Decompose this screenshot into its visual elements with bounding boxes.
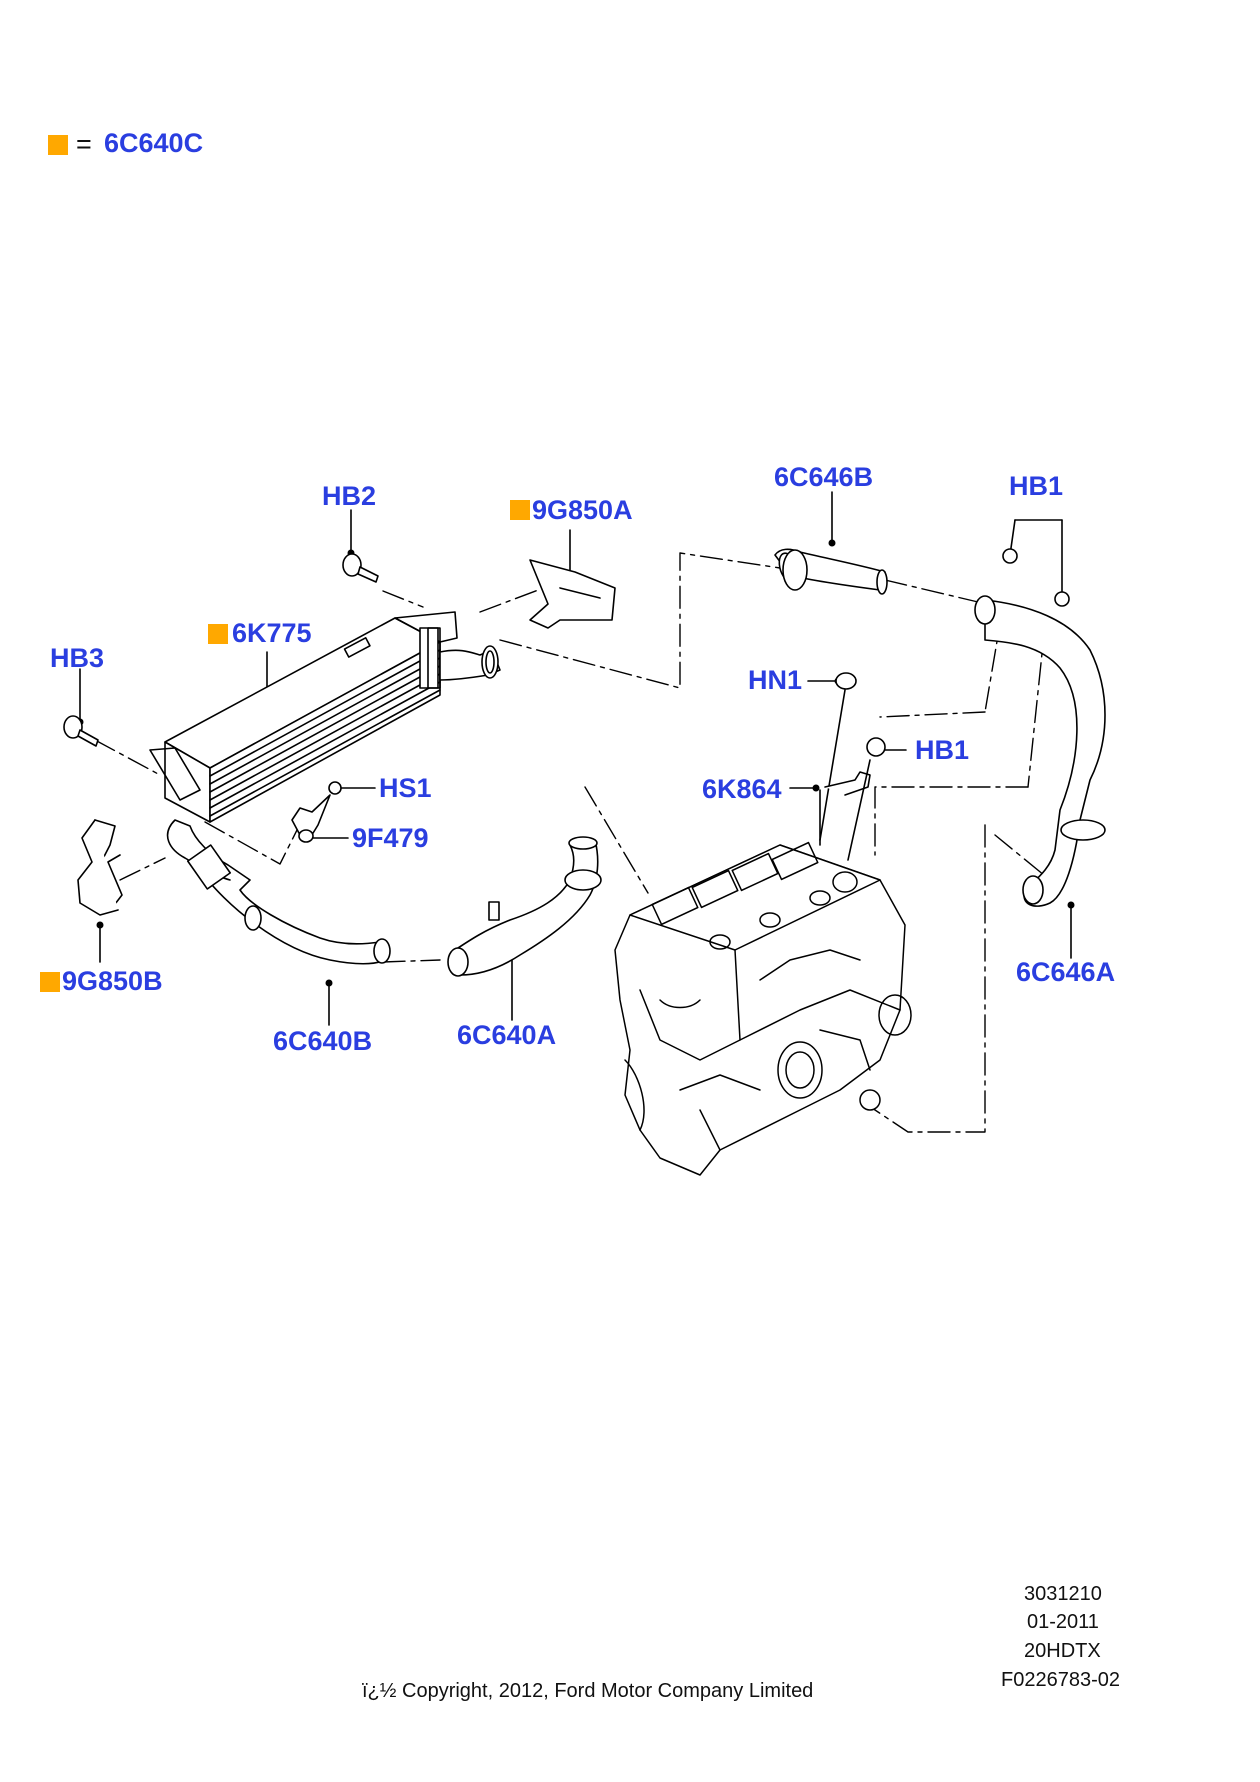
sensor-9f479 bbox=[291, 781, 342, 843]
label-hb2: HB2 bbox=[322, 481, 377, 511]
hose-6c640b bbox=[166, 819, 391, 965]
label-6c640a: 6C640A bbox=[457, 1020, 557, 1050]
label-9g850a: 9G850A bbox=[532, 495, 633, 525]
label-hn1: HN1 bbox=[748, 665, 803, 695]
label-hb3: HB3 bbox=[50, 643, 105, 673]
nut-hn1 bbox=[819, 672, 857, 841]
label-6c640b: 6C640B bbox=[273, 1026, 373, 1056]
label-9g850b: 9G850B bbox=[62, 966, 163, 996]
footer-ref: 3031210 bbox=[1024, 1583, 1102, 1605]
engine-block bbox=[614, 841, 912, 1176]
bolt-hb2 bbox=[342, 553, 379, 583]
label-6k864: 6K864 bbox=[702, 774, 782, 804]
legend-code: 6C640C bbox=[104, 128, 204, 158]
label-6c646b: 6C646B bbox=[774, 462, 874, 492]
legend-marker bbox=[48, 135, 68, 155]
bracket-9g850a bbox=[529, 559, 616, 629]
bolt-hb3 bbox=[63, 715, 99, 747]
footer-copyright: ï¿½ Copyright, 2012, Ford Motor Company … bbox=[362, 1680, 814, 1702]
label-hb1-top: HB1 bbox=[1009, 471, 1064, 501]
bolt-hb1-mid bbox=[847, 737, 886, 861]
assembly-lines bbox=[94, 552, 1051, 1133]
highlight-marker-6k775 bbox=[208, 624, 228, 644]
label-hb1-mid: HB1 bbox=[915, 735, 970, 765]
intercooler-6k775 bbox=[149, 611, 458, 823]
label-6k775: 6K775 bbox=[232, 618, 312, 648]
intercooler-outlet-hose bbox=[439, 645, 501, 681]
footer-model: 20HDTX bbox=[1024, 1640, 1101, 1662]
hose-6c640a bbox=[447, 836, 602, 977]
label-9f479: 9F479 bbox=[352, 823, 429, 853]
label-hs1: HS1 bbox=[379, 773, 432, 803]
legend-equals: = bbox=[76, 129, 92, 159]
clips-hb1 bbox=[1002, 548, 1070, 607]
footer-figure: F0226783-02 bbox=[1001, 1669, 1120, 1691]
highlight-marker-9g850b bbox=[40, 972, 60, 992]
label-6c646a: 6C646A bbox=[1016, 957, 1116, 987]
bracket-6k864 bbox=[819, 771, 871, 846]
bracket-9g850b bbox=[77, 819, 123, 916]
highlight-marker-9g850a bbox=[510, 500, 530, 520]
pipe-6c646a bbox=[974, 595, 1106, 907]
pipe-6c646b bbox=[774, 548, 888, 595]
footer-date: 01-2011 bbox=[1027, 1611, 1099, 1633]
